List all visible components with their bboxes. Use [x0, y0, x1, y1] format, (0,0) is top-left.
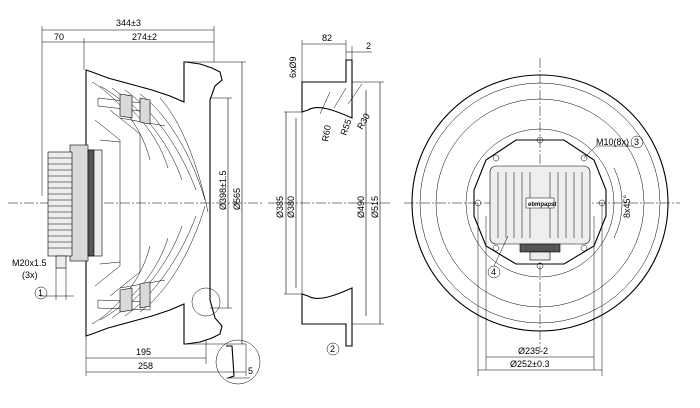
detail-view: [215, 339, 261, 385]
connector-box: [519, 243, 561, 253]
dim-195-label: 195: [136, 347, 151, 357]
dim-515-label: Ø515: [370, 196, 380, 218]
nozzle-lower-profile: [301, 287, 353, 347]
callout-2-circle: [326, 342, 340, 356]
nozzle-view: 82 2 6xØ9 R60 R55 R30 Ø385 Ø380 Ø490 Ø51…: [268, 33, 390, 356]
dim-inlet-dia-label: Ø398±1.5: [218, 171, 228, 210]
motor: [47, 144, 103, 269]
dim-r30-label: R30: [355, 112, 372, 131]
impeller-outline: [85, 61, 223, 345]
dim-r55-label: R55: [338, 118, 353, 137]
callout-2-label: 2: [330, 344, 335, 354]
dim-width-label: 82: [322, 33, 332, 43]
dim-thread-count-label: (3x): [22, 270, 38, 280]
dim-right-label: 274±2: [132, 32, 157, 42]
fin-lines: [48, 157, 72, 249]
side-view: 344±3 70 274±2 Ø398±1.5 Ø565 M20x1.5 (3x…: [8, 18, 262, 385]
callout-3-label: 3: [634, 137, 639, 147]
motor-cooling-fins: [47, 151, 73, 257]
outer-ring-inner: [419, 82, 661, 324]
detail-profile: [226, 345, 235, 379]
blade-shading: [119, 93, 151, 313]
nozzle-ring: [435, 98, 645, 308]
callout-1-circle: [34, 286, 48, 300]
motor-housing: [69, 144, 89, 262]
cable-outlet: [529, 251, 551, 261]
dim-235-label: Ø235-2: [518, 346, 548, 356]
dim-thread-label: M20x1.5: [12, 258, 47, 268]
dim-bolt-label: M10(8x): [596, 137, 629, 147]
nozzle-upper-profile: [301, 59, 353, 119]
callout-4-label: 4: [491, 267, 496, 277]
angle-arc: [613, 167, 623, 239]
dim-252-label: Ø252±0.3: [510, 359, 549, 369]
dim-flange-label: 2: [366, 41, 371, 51]
callout-1-label: 1: [38, 288, 43, 298]
dim-outer-dia-label: Ø565: [232, 188, 242, 210]
front-view: ebmpapst M10(8x) 3 8x45° 4 Ø235-2 Ø252±0…: [404, 58, 680, 376]
cable-gland: [55, 255, 67, 269]
callout-4-circle: [487, 265, 501, 279]
dim-380-label: Ø380: [286, 196, 296, 218]
dim-total-label: 344±3: [116, 18, 141, 28]
dim-490-label: Ø490: [356, 196, 366, 218]
logo-label: ebmpapst: [528, 202, 556, 208]
dim-holes-label: 6xØ9: [288, 56, 298, 78]
motor-mount-plate: [473, 139, 607, 265]
outer-ring: [411, 74, 669, 332]
logo-plate: [525, 197, 555, 209]
dim-385-label: Ø385: [275, 196, 285, 218]
callout-3-circle: [630, 135, 644, 149]
dim-left-label: 70: [54, 32, 64, 42]
bolt-holes: [474, 136, 606, 270]
dim-r60-label: R60: [320, 124, 333, 142]
motor-outline: [465, 128, 615, 278]
dim-detail-label: 5: [248, 366, 253, 376]
motor-ring: [87, 149, 95, 257]
detail-circle: [191, 287, 221, 317]
dim-258-label: 258: [138, 361, 153, 371]
dim-angle-label: 8x45°: [622, 194, 632, 218]
